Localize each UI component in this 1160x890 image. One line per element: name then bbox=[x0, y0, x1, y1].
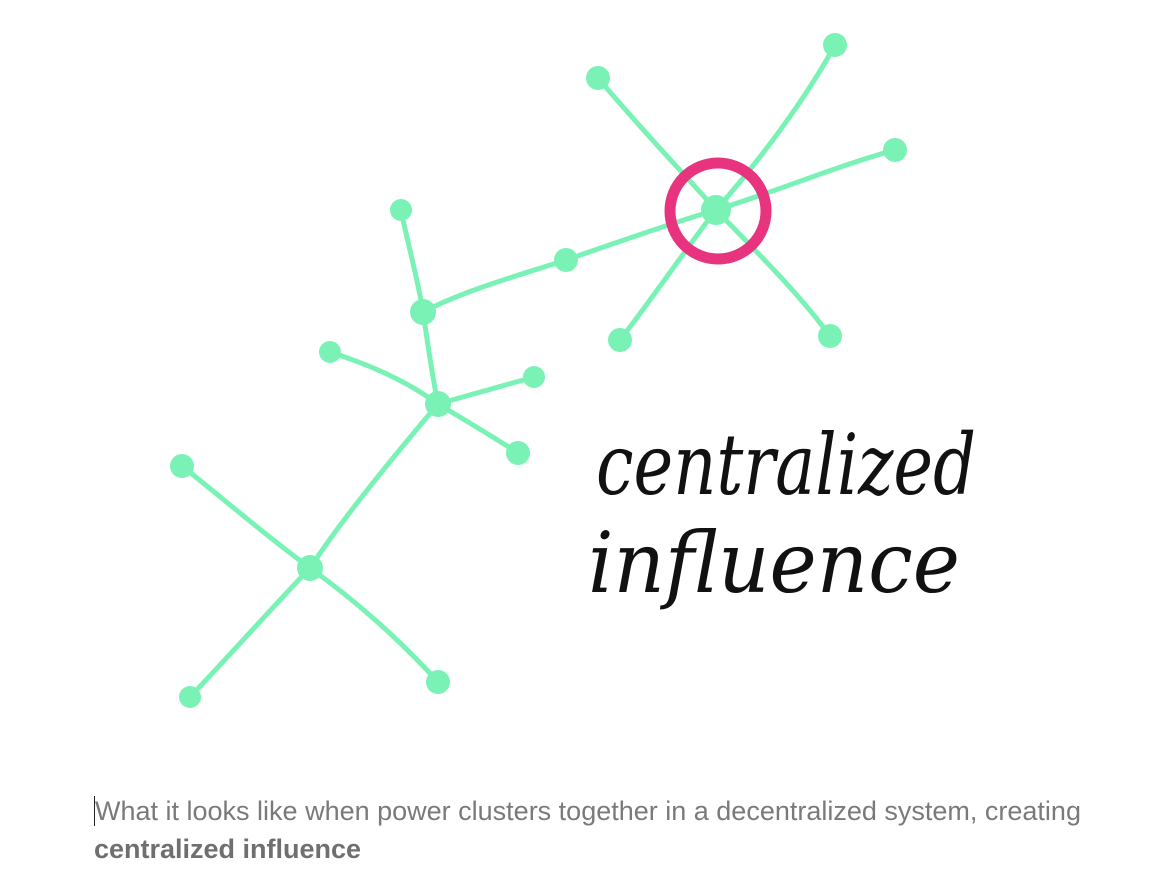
edge-junction-lower-leaf-lower-left-top bbox=[179, 463, 313, 571]
node-leaf-middle-right-lower bbox=[506, 441, 530, 465]
caption-bold-text: centralized influence bbox=[94, 834, 362, 864]
edge-junction-lower-leaf-lower-left-bottom bbox=[187, 565, 313, 700]
edge-hub-leaf-bottom-left bbox=[617, 207, 719, 343]
node-leaf-lower-left-top bbox=[170, 454, 194, 478]
network-diagram: centralized influence bbox=[170, 33, 976, 708]
node-leaf-top-right bbox=[823, 33, 847, 57]
edge-relay-junction-upper bbox=[420, 257, 569, 315]
handwritten-label-line1: centralized bbox=[596, 416, 976, 514]
node-junction-lower bbox=[297, 555, 323, 581]
edge-junction-middle-leaf-middle-right-upper bbox=[435, 374, 537, 407]
network-nodes bbox=[170, 33, 907, 708]
edge-junction-middle-leaf-middle-left bbox=[327, 349, 441, 407]
edge-junction-lower-leaf-lower-right bbox=[307, 565, 441, 685]
node-leaf-lower-left-bottom bbox=[179, 686, 201, 708]
edge-hub-leaf-top-right bbox=[713, 42, 838, 213]
node-leaf-lower-right bbox=[426, 670, 450, 694]
edge-junction-middle-junction-lower bbox=[307, 401, 441, 571]
node-leaf-right bbox=[883, 138, 907, 162]
node-leaf-middle-right-upper bbox=[523, 366, 545, 388]
caption[interactable]: What it looks like when power clusters t… bbox=[94, 792, 1094, 868]
edge-hub-leaf-top-left bbox=[595, 75, 719, 213]
node-leaf-bottom-right bbox=[818, 324, 842, 348]
node-hub bbox=[701, 195, 731, 225]
edge-junction-upper-junction-middle bbox=[420, 309, 441, 407]
node-leaf-middle-left bbox=[319, 341, 341, 363]
edge-hub-leaf-bottom-right bbox=[713, 207, 833, 339]
edge-junction-upper-leaf-upper-top bbox=[398, 207, 426, 315]
caption-text: What it looks like when power clusters t… bbox=[95, 796, 1081, 826]
edge-junction-middle-leaf-middle-right-lower bbox=[435, 401, 521, 456]
node-junction-middle bbox=[425, 391, 451, 417]
node-leaf-upper-top bbox=[390, 199, 412, 221]
node-junction-upper bbox=[410, 299, 436, 325]
edge-hub-relay bbox=[563, 207, 719, 263]
handwritten-label-line2: influence bbox=[588, 514, 960, 612]
edge-hub-leaf-right bbox=[713, 147, 898, 213]
node-leaf-top-left bbox=[586, 66, 610, 90]
highlight-ring bbox=[664, 157, 772, 265]
node-relay bbox=[554, 248, 578, 272]
node-leaf-bottom-left bbox=[608, 328, 632, 352]
text-cursor bbox=[94, 796, 95, 826]
